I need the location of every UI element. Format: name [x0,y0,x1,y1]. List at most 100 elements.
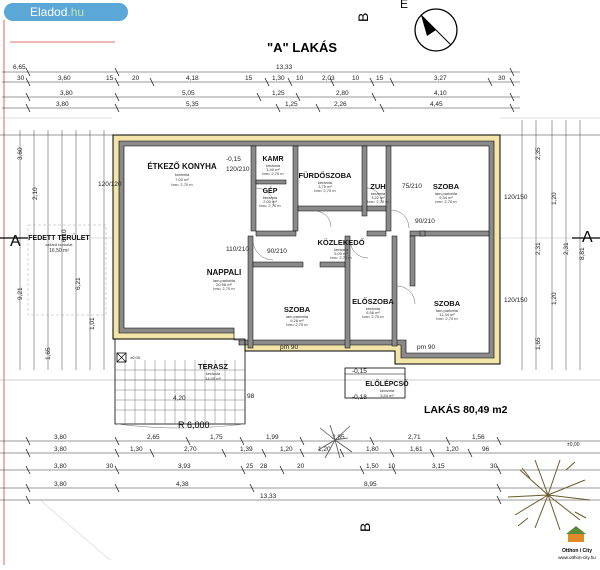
svg-text:16,50 m²: 16,50 m² [49,248,69,254]
svg-text:1,50: 1,50 [366,463,379,470]
left-dimension-text: 3,60 2,10 6,10 6,21 9,21 1,65 1,01 [17,147,96,360]
building-outline [112,134,501,365]
svg-text:bm= 2,70 m: bm= 2,70 m [435,199,457,204]
svg-text:±0,00: ±0,00 [567,442,580,448]
svg-text:10: 10 [352,75,360,82]
terrace [114,338,246,425]
svg-text:2,10: 2,10 [32,187,39,200]
badge-suffix: .hu [67,5,85,19]
svg-text:1,30: 1,30 [130,446,143,453]
svg-text:kerámia: kerámia [318,180,333,185]
svg-text:1,39: 1,39 [240,446,253,453]
door-swings [252,187,416,305]
radius-label: R 6,000 [178,420,210,430]
svg-text:bm= 2,70 m: bm= 2,70 m [362,314,384,319]
svg-text:-0,18: -0,18 [352,394,367,401]
svg-text:1,40 m²: 1,40 m² [266,167,280,172]
radius-arc [116,423,246,429]
top-dimension-lines [0,71,600,501]
svg-text:1,25: 1,25 [272,90,285,97]
dimension-ticks [25,67,515,505]
svg-text:kerámia: kerámia [266,163,281,168]
svg-text:3,60: 3,60 [58,75,71,82]
svg-text:kerámia: kerámia [175,172,190,177]
svg-text:1,80: 1,80 [366,446,379,453]
svg-text:4,45: 4,45 [430,101,443,108]
svg-text:kerámia: kerámia [371,191,386,196]
svg-text:1,20: 1,20 [551,192,558,205]
svg-text:kerámia: kerámia [206,371,221,376]
svg-text:lam.parketta: lam.parketta [286,314,309,319]
svg-text:2,70: 2,70 [184,446,197,453]
plan-title: "A" LAKÁS [267,40,337,55]
svg-text:6,65: 6,65 [13,64,26,71]
svg-text:9,34 m²: 9,34 m² [439,195,453,200]
svg-text:8,95: 8,95 [364,481,377,488]
svg-text:30: 30 [106,463,114,470]
svg-text:90/210: 90/210 [267,248,287,255]
svg-text:pm 90: pm 90 [417,344,435,351]
svg-text:1,20: 1,20 [446,446,459,453]
svg-text:28: 28 [260,463,268,470]
svg-text:lam.parketta: lam.parketta [435,191,458,196]
svg-text:13,33: 13,33 [260,493,277,500]
svg-text:www.otthon-city.hu: www.otthon-city.hu [558,555,596,560]
site-badge[interactable]: Eladod.hu [4,3,128,21]
room-labels: ÉTKEZŐ KONYHA kerámia 7,00 m² bm= 2,70 m… [28,156,460,398]
svg-text:bm= 2,70 m: bm= 2,70 m [367,199,389,204]
svg-text:9,21: 9,21 [17,287,24,300]
svg-text:3,80: 3,80 [60,90,73,97]
room-kitchen: ÉTKEZŐ KONYHA [147,162,217,171]
svg-text:1,75: 1,75 [210,434,223,441]
svg-text:2,35: 2,35 [535,147,542,160]
bottom-dimension-text: 3,80 2,65 1,75 1,99 2,85 2,71 1,56 3,80 … [54,434,498,500]
svg-text:5,00 m²: 5,00 m² [334,251,348,256]
svg-text:10: 10 [388,463,396,470]
room-bedroom-mid: SZOBA [284,305,311,314]
svg-text:6,56 m²: 6,56 m² [366,310,380,315]
svg-text:kerámia: kerámia [380,388,395,393]
svg-text:pm 90: pm 90 [280,344,298,351]
section-e-fragment: E [400,0,408,11]
porch [344,367,406,399]
otthon-city-logo: Otthon i City www.otthon-city.hu [558,526,596,560]
section-a-right: A [582,229,593,246]
svg-text:3,80: 3,80 [54,463,67,470]
svg-text:2,31: 2,31 [535,242,542,255]
room-pantry: KAMR [263,156,284,163]
svg-text:120/150: 120/150 [504,194,528,201]
tree-icon [317,424,353,459]
svg-text:1,01: 1,01 [89,317,96,330]
svg-text:96: 96 [482,446,490,453]
svg-text:1,20: 1,20 [551,292,558,305]
tree-icon [507,459,591,531]
svg-text:bm= 2,70 m: bm= 2,70 m [286,322,308,327]
svg-text:14,09 m²: 14,09 m² [205,376,221,381]
svg-text:1,30: 1,30 [272,75,285,82]
svg-text:2,00 m²: 2,00 m² [263,199,277,204]
svg-text:±0,00: ±0,00 [130,355,141,360]
opening-labels: 120/120 -0,15 120/210 110/210 90/210 75/… [98,156,580,448]
svg-text:120/210: 120/210 [226,166,250,173]
room-bedroom-se: SZOBA [434,299,461,308]
svg-text:2,71: 2,71 [408,434,421,441]
svg-text:szilárd burkolat: szilárd burkolat [46,242,74,247]
top-dimension-text: 6,65 13,33 30 3,60 15 20 4,18 15 1,30 10… [13,64,506,108]
svg-text:bm= 2,70 m: bm= 2,70 m [330,255,352,260]
svg-text:10: 10 [296,75,304,82]
section-a-left: A [10,233,21,250]
svg-text:kerámia: kerámia [334,247,349,252]
svg-text:2,03: 2,03 [322,75,335,82]
svg-text:1,56: 1,56 [472,434,485,441]
svg-text:75/210: 75/210 [402,183,422,190]
svg-text:120/150: 120/150 [504,297,528,304]
svg-text:3,54 m²: 3,54 m² [380,393,394,398]
svg-text:4,18: 4,18 [186,75,199,82]
room-corridor: KÖZLEKEDŐ [317,238,364,247]
svg-text:-0,15: -0,15 [226,156,241,163]
svg-text:11,44 m²: 11,44 m² [439,312,455,317]
svg-text:20: 20 [297,463,305,470]
svg-text:5,35: 5,35 [186,101,199,108]
